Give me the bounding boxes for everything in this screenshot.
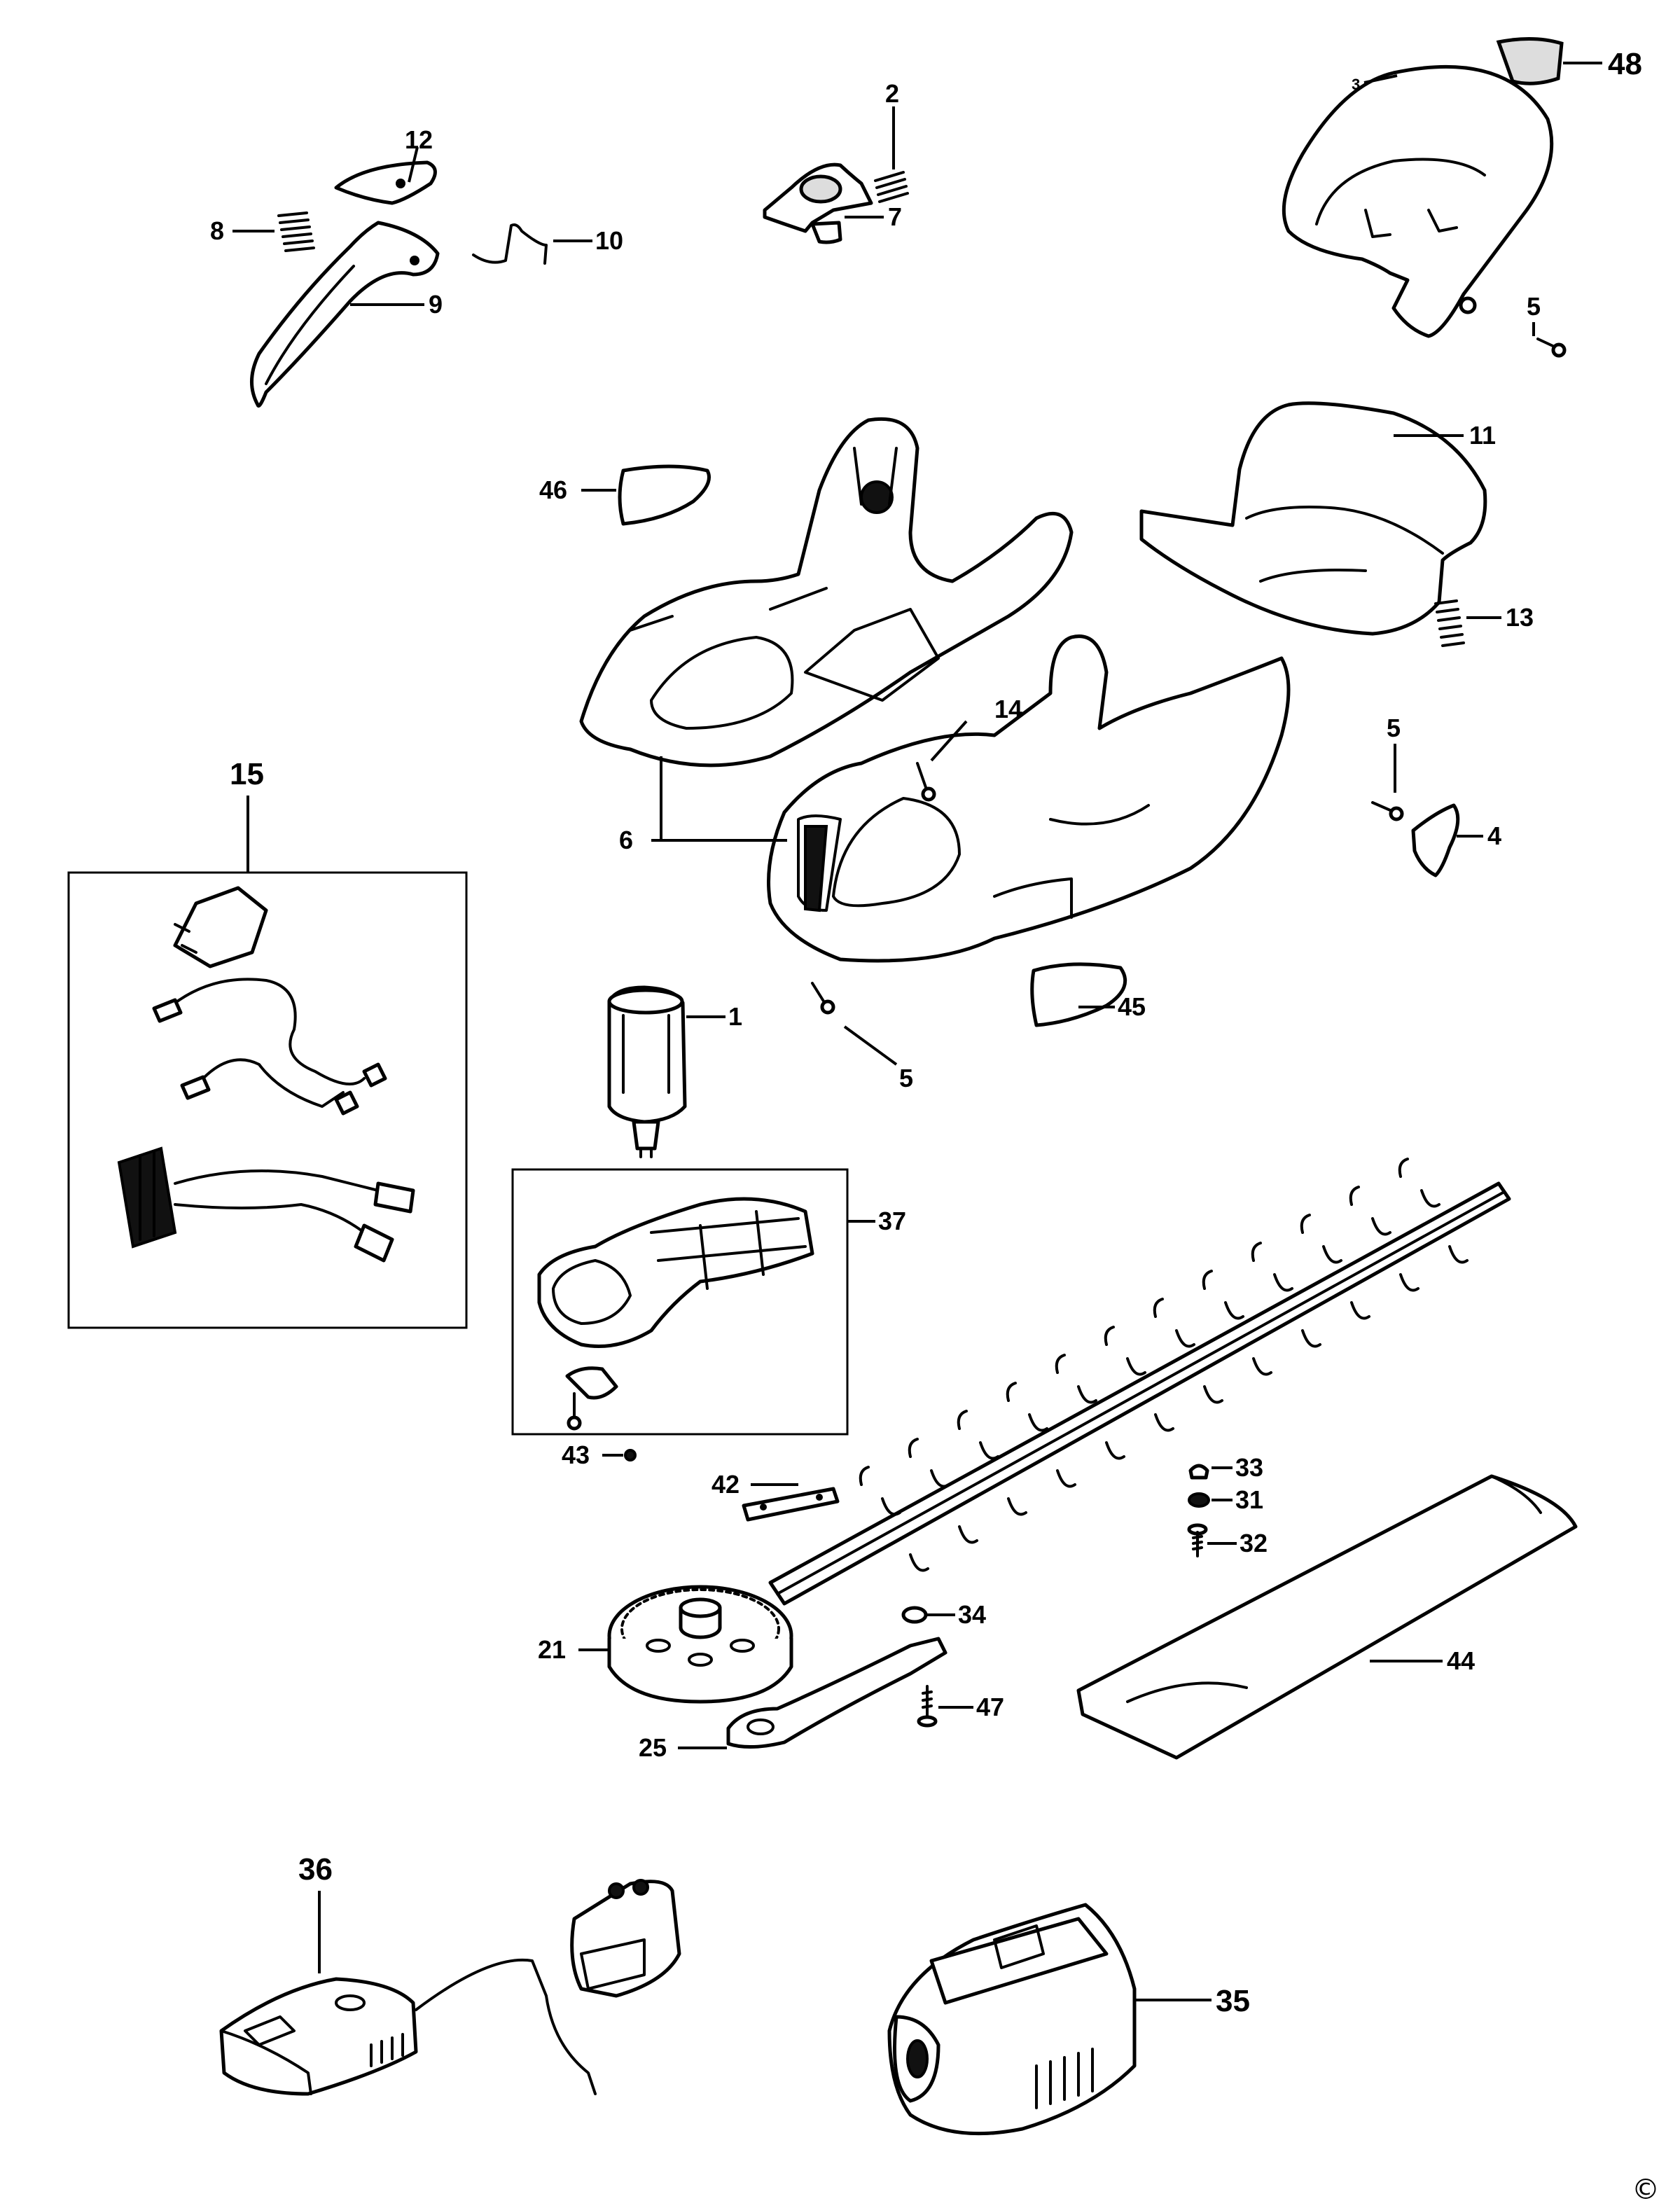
label-11: 11 [1469,421,1496,450]
blade-teeth [859,1158,1469,1572]
part-35-battery-pack [887,1903,1137,2136]
part-11-battery-housing [1139,401,1487,636]
label-48: 48 [1608,47,1642,81]
part-48-pad [1496,37,1564,85]
copyright-mark: © [1632,2174,1660,2206]
part-8-spring [277,211,315,252]
part-5-screw-lower [811,982,835,1015]
part-46-grip-insert [618,464,711,526]
label-12: 12 [405,125,433,154]
part-44-blade-sheath [1076,1474,1578,1760]
label-46: 46 [539,475,567,504]
part-7-lock-off-button [763,162,873,244]
part-12-cover-plate [334,160,437,205]
label-34: 34 [958,1600,986,1629]
label-5-lower: 5 [899,1064,913,1092]
blade-assembly [768,1158,1511,1606]
part-33-nut [1188,1464,1209,1480]
part-25-drive-link [726,1637,947,1749]
label-31: 31 [1235,1485,1263,1514]
part-37-box [511,1168,849,1436]
label-32: 32 [1240,1529,1268,1557]
part-31-washer [1188,1492,1210,1508]
label-1: 1 [728,1002,742,1031]
label-8: 8 [210,216,224,245]
part-14-screw [916,762,936,802]
label-37: 37 [878,1207,906,1235]
label-9: 9 [429,290,443,319]
label-3: 3 [1352,76,1360,93]
part-43-screw [624,1449,637,1461]
part-3-guard [1282,64,1554,338]
part-5-screw-top [1536,338,1567,358]
label-5-top: 5 [1527,292,1541,321]
label-44: 44 [1447,1646,1475,1675]
label-4: 4 [1487,821,1501,850]
part-32-bolt [1187,1523,1208,1557]
part-9-trigger-lever [250,221,440,408]
label-43: 43 [562,1440,590,1469]
part-4-clip [1411,803,1460,877]
label-35: 35 [1216,1984,1250,2018]
label-10: 10 [595,226,623,255]
label-42: 42 [711,1470,740,1499]
part-45-grip-insert [1030,962,1127,1027]
label-25: 25 [639,1733,667,1762]
label-21: 21 [538,1635,566,1664]
part-15-box [67,871,468,1329]
part-47-bolt [917,1685,938,1728]
part-1-motor [607,985,687,1158]
label-47: 47 [976,1693,1004,1721]
part-2-spring [874,171,909,203]
label-13: 13 [1506,603,1534,632]
part-34-nut [901,1606,928,1624]
part-36-charger [219,1879,681,2096]
label-2: 2 [885,79,899,108]
part-5-screw-middle [1371,801,1404,821]
label-5-middle: 5 [1387,714,1401,742]
label-45: 45 [1118,992,1146,1021]
label-15: 15 [230,757,264,791]
part-15-wiring-kit [117,886,415,1263]
part-37-gearbox [537,1197,814,1431]
part-10-wire-clip [472,223,548,265]
part-6-housing-inner [579,417,1074,768]
part-21-gear [607,1585,793,1704]
label-14: 14 [994,695,1022,723]
label-36: 36 [298,1852,333,1887]
part-6-housing-outer [767,634,1291,963]
label-6: 6 [619,826,633,854]
part-42-plate [742,1487,840,1522]
part-13-spring [1434,599,1465,647]
label-33: 33 [1235,1453,1263,1482]
label-7: 7 [888,202,902,231]
